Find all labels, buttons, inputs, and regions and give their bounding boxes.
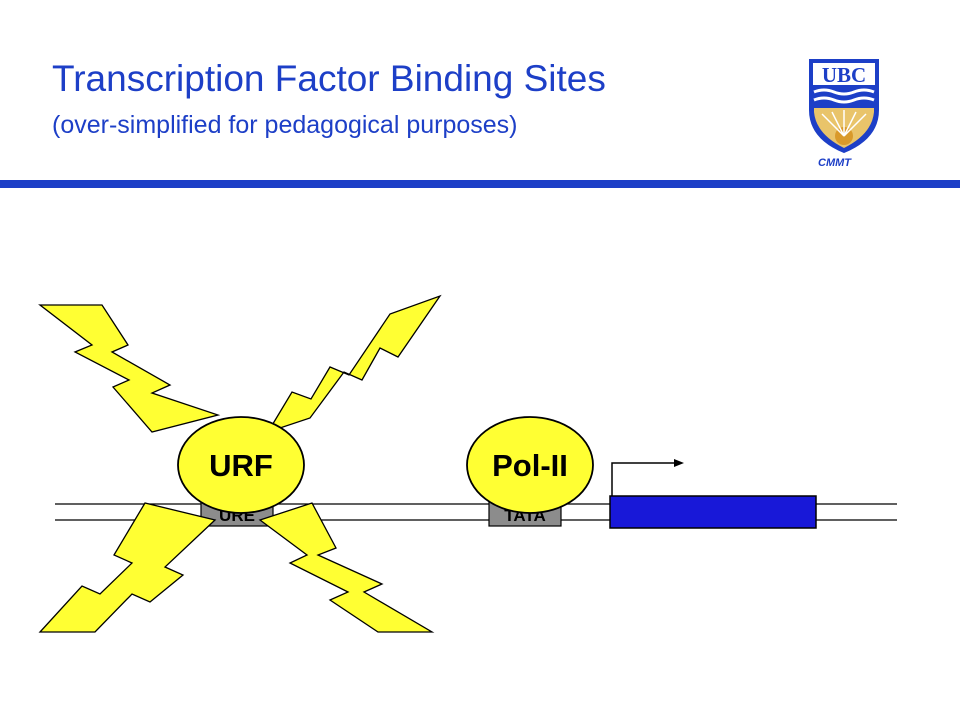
factor-pol-ii-label: Pol-II: [492, 448, 568, 483]
factor-urf-label: URF: [209, 448, 273, 483]
logo-text: UBC: [822, 63, 866, 87]
page-title: Transcription Factor Binding Sites: [52, 58, 606, 99]
page-subtitle: (over-simplified for pedagogical purpose…: [52, 111, 518, 139]
factor-pol-ii: Pol-II: [466, 416, 594, 514]
header-divider: [0, 180, 960, 188]
transcription-start-arrow: [611, 462, 676, 496]
lightning-bolt-bottom-right-icon: [258, 502, 435, 633]
arrow-head-icon: [674, 459, 684, 467]
lightning-bolt-bottom-left-icon: [38, 502, 217, 633]
ubc-logo: UBC: [809, 59, 879, 154]
org-label: CMMT: [818, 157, 851, 169]
lightning-bolt-top-right-icon: [266, 294, 442, 434]
gene-box: [609, 495, 817, 529]
factor-urf: URF: [177, 416, 305, 514]
lightning-bolt-top-left-icon: [38, 304, 221, 433]
